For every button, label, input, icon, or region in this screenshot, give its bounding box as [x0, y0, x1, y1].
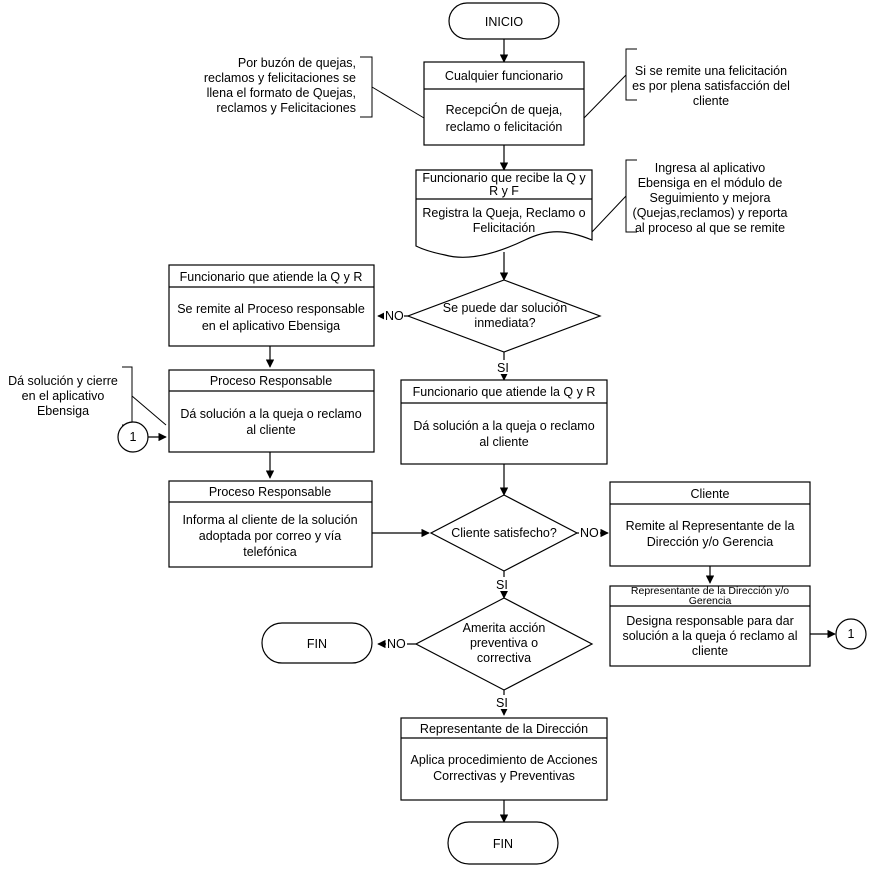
- box-recepcion-line-1: RecepciÓn de queja,: [446, 102, 563, 117]
- box-cliente-header: Cliente: [691, 487, 730, 501]
- annotation-cierre-line-2: en el aplicativo: [22, 389, 105, 403]
- edge-label-no-amerita: NO: [387, 637, 406, 651]
- box-remite-line-1: Se remite al Proceso responsable: [177, 302, 365, 316]
- box-remite-line-2: en el aplicativo Ebensiga: [202, 319, 340, 333]
- annotation-ebensiga-line-5: al proceso al que se remite: [635, 221, 785, 235]
- decision-inmediata-line-1: Se puede dar solución: [443, 301, 567, 315]
- end-label-left: FIN: [307, 637, 327, 651]
- box-designa: Representante de la Dirección y/o Gerenc…: [609, 585, 811, 667]
- decision-amerita-line-1: Amerita acción: [463, 621, 546, 635]
- decision-satisfecho-line-1: Cliente satisfecho?: [451, 526, 557, 540]
- connector-right: 1: [835, 618, 867, 650]
- box-designa-header-1: Representante de la Dirección y/o: [631, 585, 789, 597]
- annotation-felicitacion: Si se remite una felicitación es por ple…: [632, 64, 790, 108]
- box-funcionario-solucion-header: Funcionario que atiende la Q y R: [413, 385, 596, 399]
- box-cliente-line-2: Dirección y/o Gerencia: [647, 535, 773, 549]
- annotation-ebensiga-line-1: Ingresa al aplicativo: [655, 161, 766, 175]
- box-designa-header-2: Gerencia: [689, 595, 732, 607]
- box-designa-line-2: solución a la queja ó reclamo al: [622, 629, 797, 643]
- decision-amerita-line-3: correctiva: [477, 651, 531, 665]
- end-terminator-left: FIN: [261, 622, 373, 664]
- annotation-ebensiga: Ingresa al aplicativo Ebensiga en el mód…: [633, 161, 788, 235]
- annotation-felicitacion-line-1: Si se remite una felicitación: [635, 64, 787, 78]
- annotation-ebensiga-line-2: Ebensiga en el módulo de: [638, 176, 783, 190]
- box-remite-header: Funcionario que atiende la Q y R: [180, 270, 363, 284]
- box-recepcion-line-2: reclamo o felicitación: [446, 120, 563, 134]
- box-informa-line-3: telefónica: [243, 545, 297, 559]
- decision-amerita-line-2: preventiva o: [470, 636, 538, 650]
- box-informa-header: Proceso Responsable: [209, 485, 331, 499]
- edge-label-no-satisfecho: NO: [580, 526, 599, 540]
- start-label: INICIO: [485, 15, 523, 29]
- annotation-brackets: [122, 48, 637, 426]
- decision-inmediata: Se puede dar solución inmediata?: [406, 279, 602, 353]
- box-cliente-line-1: Remite al Representante de la: [626, 519, 795, 533]
- box-informa-line-2: adoptada por correo y vía: [199, 529, 341, 543]
- end-label-bottom: FIN: [493, 837, 513, 851]
- end-terminator-bottom: FIN: [447, 821, 559, 865]
- start-terminator: INICIO: [448, 2, 560, 40]
- box-funcionario-solucion-line-1: Dá solución a la queja o reclamo: [413, 419, 594, 433]
- box-informa-line-1: Informa al cliente de la solución: [182, 513, 357, 527]
- box-designa-line-1: Designa responsable para dar: [626, 614, 793, 628]
- box-aplica-header: Representante de la Dirección: [420, 722, 588, 736]
- annotation-felicitacion-line-3: cliente: [693, 94, 729, 108]
- box-informa: Proceso Responsable Informa al cliente d…: [168, 480, 373, 568]
- box-aplica-line-1: Aplica procedimiento de Acciones: [411, 753, 598, 767]
- annotation-felicitacion-line-2: es por plena satisfacción del: [632, 79, 790, 93]
- annotation-cierre-line-1: Dá solución y cierre: [8, 374, 118, 388]
- box-funcionario-solucion: Funcionario que atiende la Q y R Dá solu…: [400, 379, 608, 465]
- connector-left-label: 1: [130, 430, 137, 444]
- annotation-cierre: Dá solución y cierre en el aplicativo Eb…: [8, 374, 118, 418]
- box-aplica: Representante de la Dirección Aplica pro…: [400, 717, 608, 801]
- edge-label-si-amerita: SI: [496, 696, 508, 710]
- annotation-buzon-line-3: llena el formato de Quejas,: [207, 86, 356, 100]
- box-aplica-line-2: Correctivas y Preventivas: [433, 769, 575, 783]
- box-recepcion: Cualquier funcionario RecepciÓn de queja…: [423, 61, 585, 146]
- annotation-ebensiga-line-3: Seguimiento y mejora: [650, 191, 771, 205]
- box-registro-document: Funcionario que recibe la Q y R y F Regi…: [415, 169, 593, 258]
- box-designa-line-3: cliente: [692, 644, 728, 658]
- annotation-buzon-line-4: reclamos y Felicitaciones: [216, 101, 356, 115]
- box-proceso-solucion-line-2: al cliente: [246, 423, 295, 437]
- box-registro-line-1: Registra la Queja, Reclamo o: [422, 206, 585, 220]
- edge-label-si-satisfecho: SI: [496, 578, 508, 592]
- edge-label-si-inmediata: SI: [497, 361, 509, 375]
- box-funcionario-solucion-line-2: al cliente: [479, 435, 528, 449]
- decision-satisfecho: Cliente satisfecho?: [429, 494, 579, 572]
- annotation-cierre-line-3: Ebensiga: [37, 404, 89, 418]
- connector-right-label: 1: [848, 627, 855, 641]
- edge-labels: NO SI NO SI NO SI: [384, 309, 600, 710]
- connector-left: 1: [117, 421, 149, 453]
- decision-amerita: Amerita acción preventiva o correctiva: [414, 597, 594, 691]
- box-registro-line-2: Felicitación: [473, 221, 536, 235]
- box-cliente: Cliente Remite al Representante de la Di…: [609, 481, 811, 567]
- box-recepcion-header: Cualquier funcionario: [445, 69, 563, 83]
- box-remite: Funcionario que atiende la Q y R Se remi…: [168, 264, 375, 347]
- annotation-buzon-line-2: reclamos y felicitaciones se: [204, 71, 356, 85]
- box-proceso-solucion-line-1: Dá solución a la queja o reclamo: [180, 407, 361, 421]
- edge-label-no-inmediata: NO: [385, 309, 404, 323]
- annotation-buzon: Por buzón de quejas, reclamos y felicita…: [204, 56, 356, 115]
- decision-inmediata-line-2: inmediata?: [474, 316, 535, 330]
- annotation-buzon-line-1: Por buzón de quejas,: [238, 56, 356, 70]
- box-proceso-solucion-header: Proceso Responsable: [210, 374, 332, 388]
- box-registro-header-2: R y F: [489, 184, 519, 198]
- box-registro-header-1: Funcionario que recibe la Q y: [422, 171, 586, 185]
- annotation-ebensiga-line-4: (Quejas,reclamos) y reporta: [633, 206, 788, 220]
- box-proceso-solucion: Proceso Responsable Dá solución a la que…: [168, 369, 375, 453]
